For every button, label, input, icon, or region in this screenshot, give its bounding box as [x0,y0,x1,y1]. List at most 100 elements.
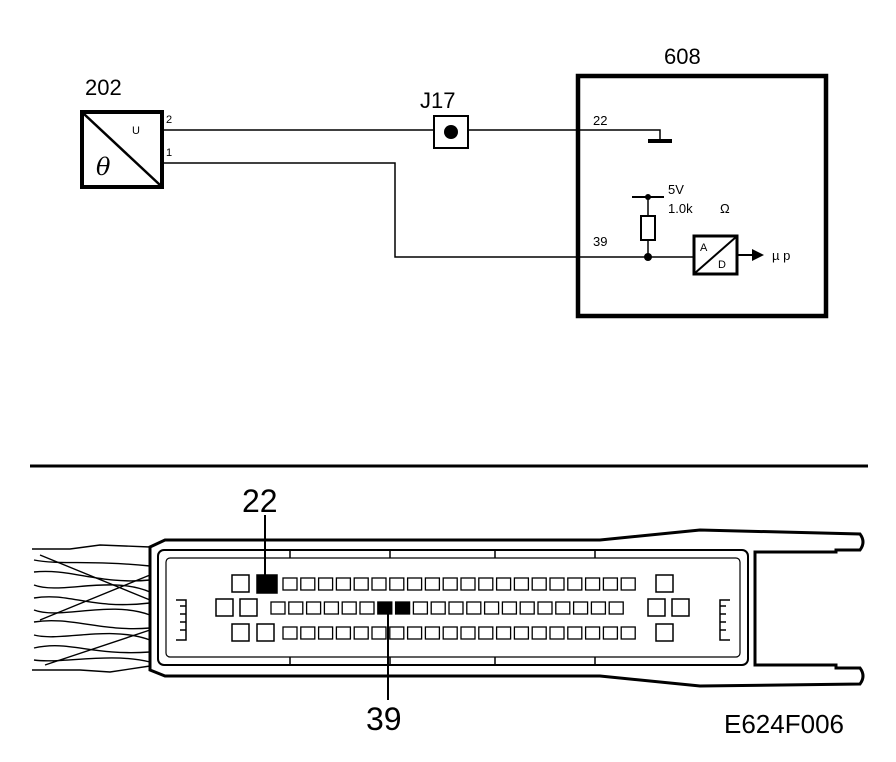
connector-pin [567,626,583,640]
connector-pin [602,626,619,640]
connector-pin [406,626,423,640]
connector-pin [442,577,458,591]
connector-housing [148,528,865,688]
connector-pin [501,601,518,615]
supply-label: 5V [668,182,684,197]
connector-pin [584,626,601,640]
pin-grid [270,577,636,640]
connector-pin [371,577,387,591]
connector-pin [359,601,375,615]
connector-pin [442,626,458,640]
connector-pin [317,626,334,640]
connector-pin [335,577,352,591]
connector-pin [608,601,624,615]
housing-ribs [289,550,596,665]
connector-pin [460,577,476,591]
connector-pin [371,626,387,640]
ecu-608: 608 22 39 5V 1.0k Ω A D µ p [575,44,829,319]
figure-code: E624F006 [724,709,844,739]
corner-pins [215,574,690,642]
wire-bundle [32,544,151,673]
splice-id: J17 [420,88,455,113]
connector-pin [412,601,429,615]
connector-pin [483,601,500,615]
connector-pin [323,601,340,615]
adc-label-a: A [700,242,708,254]
latch-left [176,599,187,641]
connector-pin [567,577,583,591]
adc-label-d: D [718,259,726,271]
connector-pin [549,626,565,640]
connector-pin [478,626,494,640]
ecu-box [575,73,829,319]
connector-pin [495,626,512,640]
connector-pin [353,577,369,591]
arrow-right-icon [752,249,764,261]
sensor-202: 202 U θ 2 1 [80,75,172,189]
connector-pin [519,601,535,615]
connector-pin [572,601,589,615]
pullup-resistor [640,215,656,241]
adc-diagonal [694,236,737,274]
splice-dot [444,125,458,139]
connector-pin [602,577,619,591]
connector-pin [460,626,476,640]
pin-39-highlight [377,601,393,615]
connector-pin [430,601,446,615]
junction-dot [644,253,652,261]
connector-pin [282,626,298,640]
connector-pin [495,577,512,591]
connector-pin [282,577,298,591]
connector-pin [424,626,441,640]
connector-pin [555,601,571,615]
connector-pin [620,577,636,591]
connector-pin [531,626,547,640]
pin-39-highlight [394,601,411,615]
pin-22-highlight [256,574,278,594]
callout-22: 22 [242,483,278,519]
connector-face [157,549,749,666]
sensor-pin-1: 1 [166,147,172,159]
ground-lead [580,129,661,140]
connector-pin [424,577,441,591]
sensor-id: 202 [85,75,122,100]
connector-pin [300,577,316,591]
theta-symbol: θ [96,153,111,181]
connector-pin [341,601,357,615]
connector-pin [478,577,494,591]
resistor-unit: Ω [720,201,730,216]
ecu-pin-22: 22 [593,113,607,128]
connector-pin [513,577,530,591]
connector-pin [531,577,547,591]
connector-pin [620,626,636,640]
connector-pin [335,626,352,640]
callout-39: 39 [366,701,402,737]
connector-pin [466,601,482,615]
connector-pin [270,601,286,615]
connector-pin [305,601,322,615]
connector-pin [406,577,423,591]
connector-pin [448,601,464,615]
sensor-output-label: U [132,125,140,137]
connector-pin [317,577,334,591]
sensor-pin-2: 2 [166,114,172,126]
latch-right [719,599,730,641]
connector-pin [584,577,601,591]
connector-pin [549,577,565,591]
connector-pin [537,601,553,615]
sensor-diagonal [83,113,161,186]
resistor-label: 1.0k [668,201,693,216]
mcu-label: µ p [772,248,790,263]
connector-pin [389,626,405,640]
connector-pin [389,577,405,591]
ecu-id: 608 [664,44,701,69]
wire-sensor-signal [162,162,578,258]
connector-pin [300,626,316,640]
connector: 22 39 [32,483,865,737]
connector-inner-face [165,557,741,658]
connector-pin [288,601,304,615]
splice-j17: J17 [420,88,469,149]
ecu-pin-39: 39 [593,234,607,249]
connector-pin [353,626,369,640]
